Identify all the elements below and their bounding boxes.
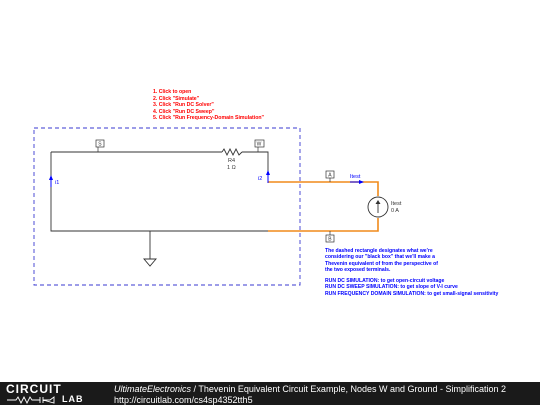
current-i1-label: i1 [55,180,59,186]
node-s-text: S [98,142,102,148]
simulation-notes: RUN DC SIMULATION: to get open-circuit v… [325,278,498,297]
current-arrow-itest-icon [350,180,364,184]
black-box-note: The dashed rectangle designates what we'… [325,248,438,273]
footer-author[interactable]: UltimateElectronics [114,384,192,394]
sim-note-dc: RUN DC SIMULATION: to get open-circuit v… [325,278,445,284]
instruction-run-dc-solver[interactable]: 3. Click "Run DC Solver" [153,102,214,109]
footer-circuit-title: Thevenin Equivalent Circuit Example, Nod… [198,384,507,394]
resistor-name-label: R4 [228,158,235,164]
resistor-r4[interactable] [221,147,243,157]
node-w-text: W [257,142,262,148]
current-arrow-i1-icon [49,175,53,187]
resistor-value-label: 1 Ω [227,165,236,171]
footer-bar: CIRCUIT LAB [0,382,540,405]
node-label-s[interactable]: S [95,139,105,152]
current-source-value-label: 0 A [391,208,399,214]
terminal-wires [268,181,379,232]
instruction-simulate[interactable]: 2. Click "Simulate" [153,95,200,102]
note-line: the two exposed terminals. [325,266,391,273]
node-label-a[interactable]: A [325,170,335,182]
current-i2-label: i2 [258,176,262,182]
footer-title: UltimateElectronics / Thevenin Equivalen… [114,384,506,394]
sim-note-dc-sweep: RUN DC SWEEP SIMULATION: to get slope of… [325,284,458,291]
node-label-b[interactable]: B [325,231,335,243]
logo-circuit-icon [7,395,55,404]
node-label-w[interactable]: W [254,139,265,152]
schematic-canvas[interactable]: R4 1 Ω Itest 0 A i1 i2 Itest S W [0,0,540,382]
circuitlab-logo[interactable]: CIRCUIT LAB [6,383,90,404]
node-a-text: A [328,173,332,179]
logo-bottom-text: LAB [62,394,84,404]
instruction-run-frequency-domain[interactable]: 5. Click "Run Frequency-Domain Simulatio… [153,115,264,122]
current-itest-label: Itest [350,174,361,180]
node-b-text: B [328,237,332,243]
instructions-list: 1. Click to open 2. Click "Simulate" 3. … [153,89,264,122]
instruction-open[interactable]: 1. Click to open [153,89,192,95]
instruction-run-dc-sweep[interactable]: 4. Click "Run DC Sweep" [153,108,215,115]
black-box-dashed-rectangle [33,127,301,286]
current-source-name-label: Itest [391,201,402,207]
footer-url[interactable]: http://circuitlab.com/cs4sp4352tth5 [114,395,253,405]
ground-icon [143,258,157,267]
current-source-itest[interactable] [367,196,389,218]
current-arrow-i2-icon [266,170,270,183]
note-line: considering our "black box" that we'll m… [325,254,435,261]
note-line: Thevenin equivalent of from the perspect… [325,260,438,267]
note-line: The dashed rectangle designates what we'… [325,248,433,254]
logo-top-text: CIRCUIT [6,382,62,396]
sim-note-frequency: RUN FREQUENCY DOMAIN SIMULATION: to get … [325,290,499,297]
footer-separator: / [191,384,199,394]
